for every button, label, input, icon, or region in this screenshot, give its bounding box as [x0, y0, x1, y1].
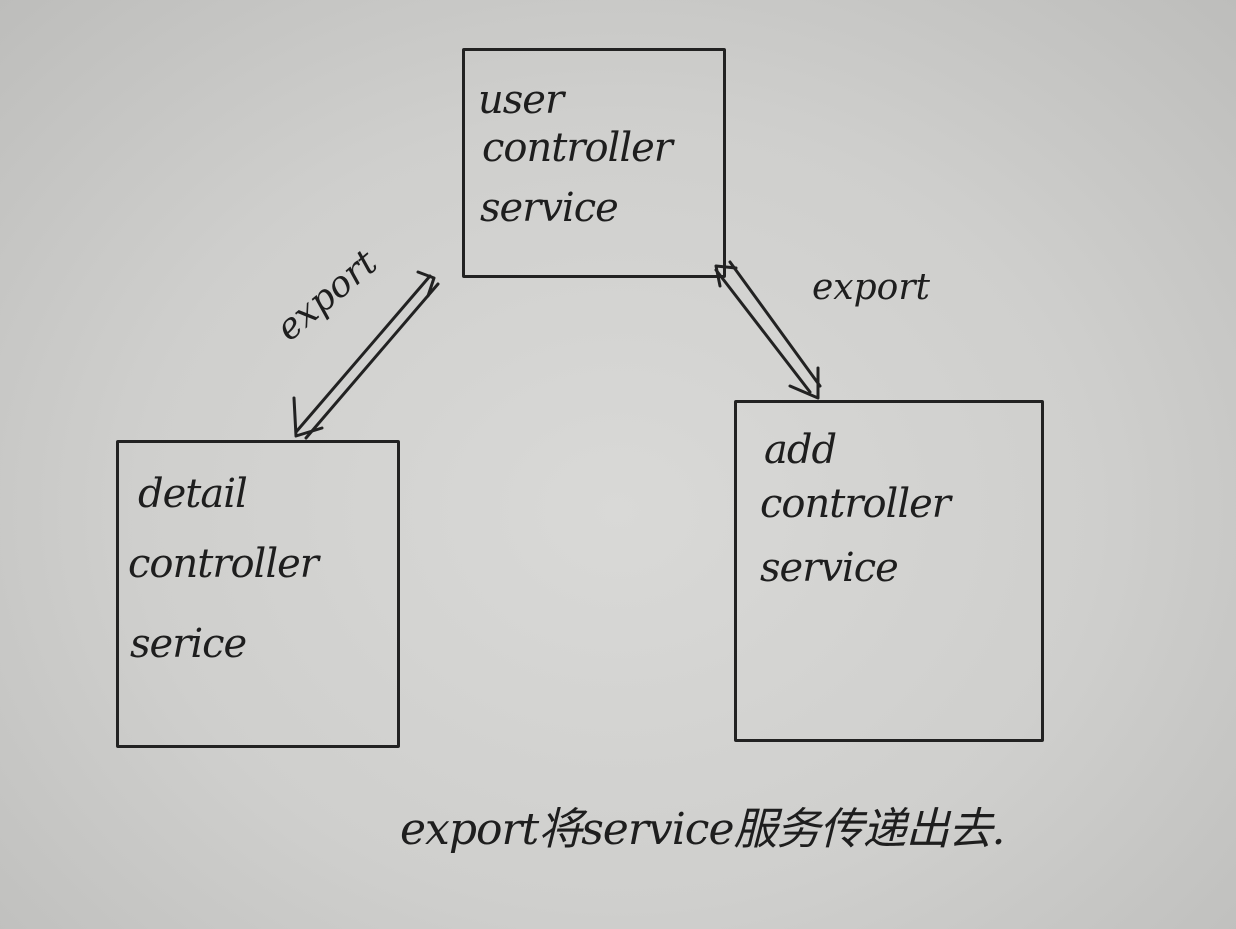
edge-user-add-arrow — [714, 260, 822, 400]
user-module-controller: controller — [482, 125, 673, 171]
edge-user-detail-arrow — [292, 270, 440, 440]
detail-module-box — [116, 440, 400, 748]
user-module-title: user — [478, 77, 564, 123]
diagram-caption: export将service服务传递出去. — [400, 804, 1005, 855]
detail-module-title: detail — [138, 471, 248, 517]
detail-module-controller: controller — [128, 541, 319, 587]
user-module-box — [462, 48, 726, 278]
add-module-service: service — [760, 545, 899, 591]
user-module-service: service — [480, 185, 619, 231]
add-module-box — [734, 400, 1044, 742]
edge-user-add-label: export — [812, 267, 931, 308]
add-module-controller: controller — [760, 481, 951, 527]
add-module-title: add — [764, 427, 837, 473]
detail-module-service: serice — [130, 621, 247, 667]
